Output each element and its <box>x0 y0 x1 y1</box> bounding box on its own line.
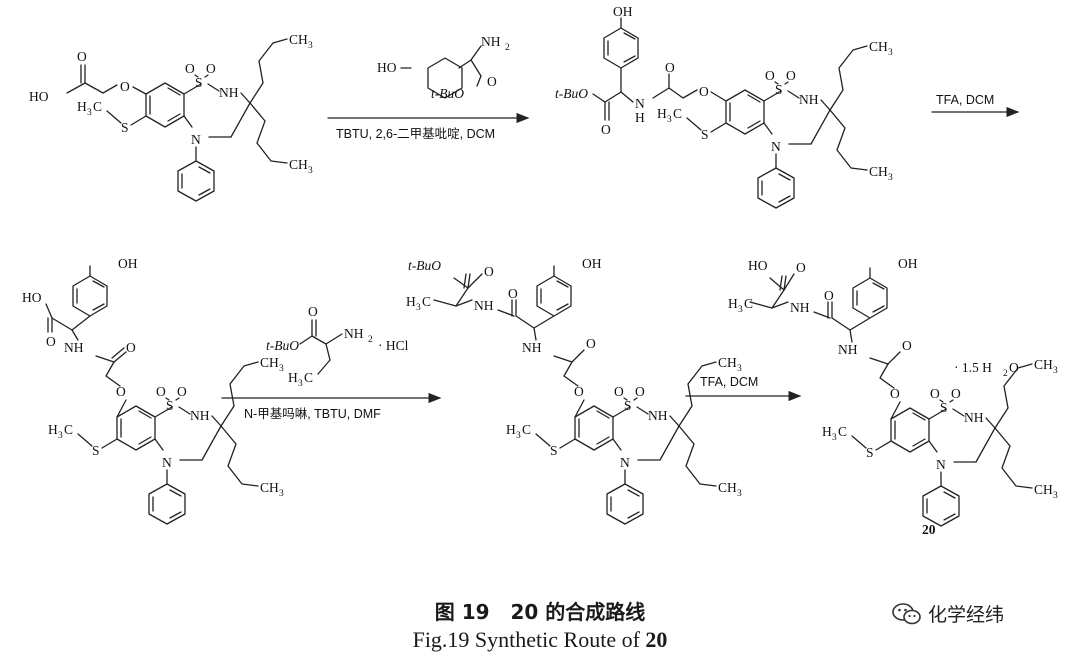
caption-en-prefix: Fig.19 Synthetic Route of <box>412 627 646 652</box>
reagent-nh2: NH <box>344 326 364 341</box>
amide-nh-1: NH <box>474 298 494 313</box>
ethyl-h3c-c: C <box>422 294 431 309</box>
compound-3-acid-intermediate: O O NH OH O HO <box>22 256 285 525</box>
amide-o-2: O <box>902 338 912 353</box>
acid-ho: HO <box>748 258 768 273</box>
ether-o: O <box>699 84 709 99</box>
reagent-tbuo: t-BuO <box>266 338 299 353</box>
hydrate-o: O <box>1009 360 1019 375</box>
reagent-h3c-c: C <box>304 370 313 385</box>
reaction-4-conditions: TFA, DCM <box>700 375 758 389</box>
compound-1-starting-material: O O HO <box>29 31 314 202</box>
reagent-nh2: NH <box>481 34 501 49</box>
phenol-oh: OH <box>613 4 633 19</box>
phenol-oh: OH <box>898 256 918 271</box>
compound-number: 20 <box>922 522 936 537</box>
figure-caption-chinese: 图 19 20 的合成路线 <box>0 596 1080 625</box>
ether-o: O <box>890 386 900 401</box>
reagent-tbuo: t-BuO <box>431 86 464 101</box>
amide-nh-2: NH <box>838 342 858 357</box>
caption-en-number: 20 <box>645 627 668 652</box>
ethyl-h3c-sub: 3 <box>738 305 743 315</box>
amide-o-2: O <box>586 336 596 351</box>
watermark-text: 化学经纬 <box>928 604 1005 626</box>
reagent-o: O <box>487 74 497 89</box>
acid-ho: HO <box>22 290 42 305</box>
ethyl-h3c: H <box>728 296 738 311</box>
amide-nh: NH <box>64 340 84 355</box>
ethyl-h3c-sub: 3 <box>416 303 421 313</box>
amide-o-1: O <box>824 288 834 303</box>
amide-o: O <box>126 340 136 355</box>
hydrate-sub: 2 <box>1003 369 1008 379</box>
ester-o: O <box>484 264 494 279</box>
reaction-arrow-1: TBTU, 2,6-二甲基吡啶, DCM HO NH 2 O t-BuO <box>327 34 530 141</box>
reagent-h3c: H <box>288 370 298 385</box>
acid-ho: HO <box>29 89 49 104</box>
amide-h: H <box>635 110 645 125</box>
caption-cn-prefix: 图 19 <box>434 600 490 624</box>
reaction-arrow-4: TFA, DCM <box>685 375 802 402</box>
reaction-3-conditions: N-甲基吗啉, TBTU, DMF <box>244 407 381 421</box>
acid-o: O <box>796 260 806 275</box>
ether-o: O <box>120 79 130 94</box>
ethyl-h3c: H <box>406 294 416 309</box>
reagent-h3c-sub: 3 <box>298 379 303 389</box>
carbonyl-o: O <box>77 49 87 64</box>
ether-o: O <box>574 384 584 399</box>
ether-o: O <box>116 384 126 399</box>
wechat-icon <box>892 602 921 624</box>
reagent-nh2-sub: 2 <box>368 335 373 345</box>
amide-o-1: O <box>508 286 518 301</box>
reaction-2-conditions: TFA, DCM <box>936 93 994 107</box>
acid-o: O <box>46 334 56 349</box>
tbuo-label: t-BuO <box>555 86 588 101</box>
reaction-1-conditions: TBTU, 2,6-二甲基吡啶, DCM <box>336 127 495 141</box>
synthesis-scheme: S O O NH N CH 3 CH 3 <box>22 4 1059 537</box>
amide-nh-1: NH <box>790 300 810 315</box>
reaction-arrow-3: N-甲基吗啉, TBTU, DMF t-BuO O NH 2 · HCl H 3… <box>221 304 442 421</box>
tbuo-label: t-BuO <box>408 258 441 273</box>
amide-o: O <box>665 60 675 75</box>
reagent-ho: HO <box>377 60 397 75</box>
reagent-nh2-sub: 2 <box>505 43 510 53</box>
phenol-oh: OH <box>118 256 138 271</box>
amide-nh-2: NH <box>522 340 542 355</box>
reaction-arrow-2: TFA, DCM <box>931 93 1020 118</box>
amide-n: N <box>635 96 645 111</box>
hydrate-label: · 1.5 H <box>954 360 992 375</box>
figure-caption-english: Fig.19 Synthetic Route of 20 <box>0 627 1080 653</box>
phenol-oh: OH <box>582 256 602 271</box>
watermark: 化学经纬 <box>892 600 1004 627</box>
compound-2-tbu-ester-intermediate: O O N H OH O t-BuO <box>555 4 894 209</box>
reagent-o: O <box>308 304 318 319</box>
ethyl-h3c-c: C <box>744 296 753 311</box>
caption-cn-number: 20 <box>510 600 539 624</box>
caption-cn-suffix: 的合成路线 <box>538 600 646 624</box>
reagent-hcl: · HCl <box>378 338 409 353</box>
compound-4-tbu-ester-intermediate: O O NH OH O NH H 3 C O t-BuO <box>406 256 743 525</box>
compound-20-product: O O NH OH O NH H 3 C O HO · 1.5 H 2 O 20 <box>728 256 1059 537</box>
ester-o: O <box>601 122 611 137</box>
